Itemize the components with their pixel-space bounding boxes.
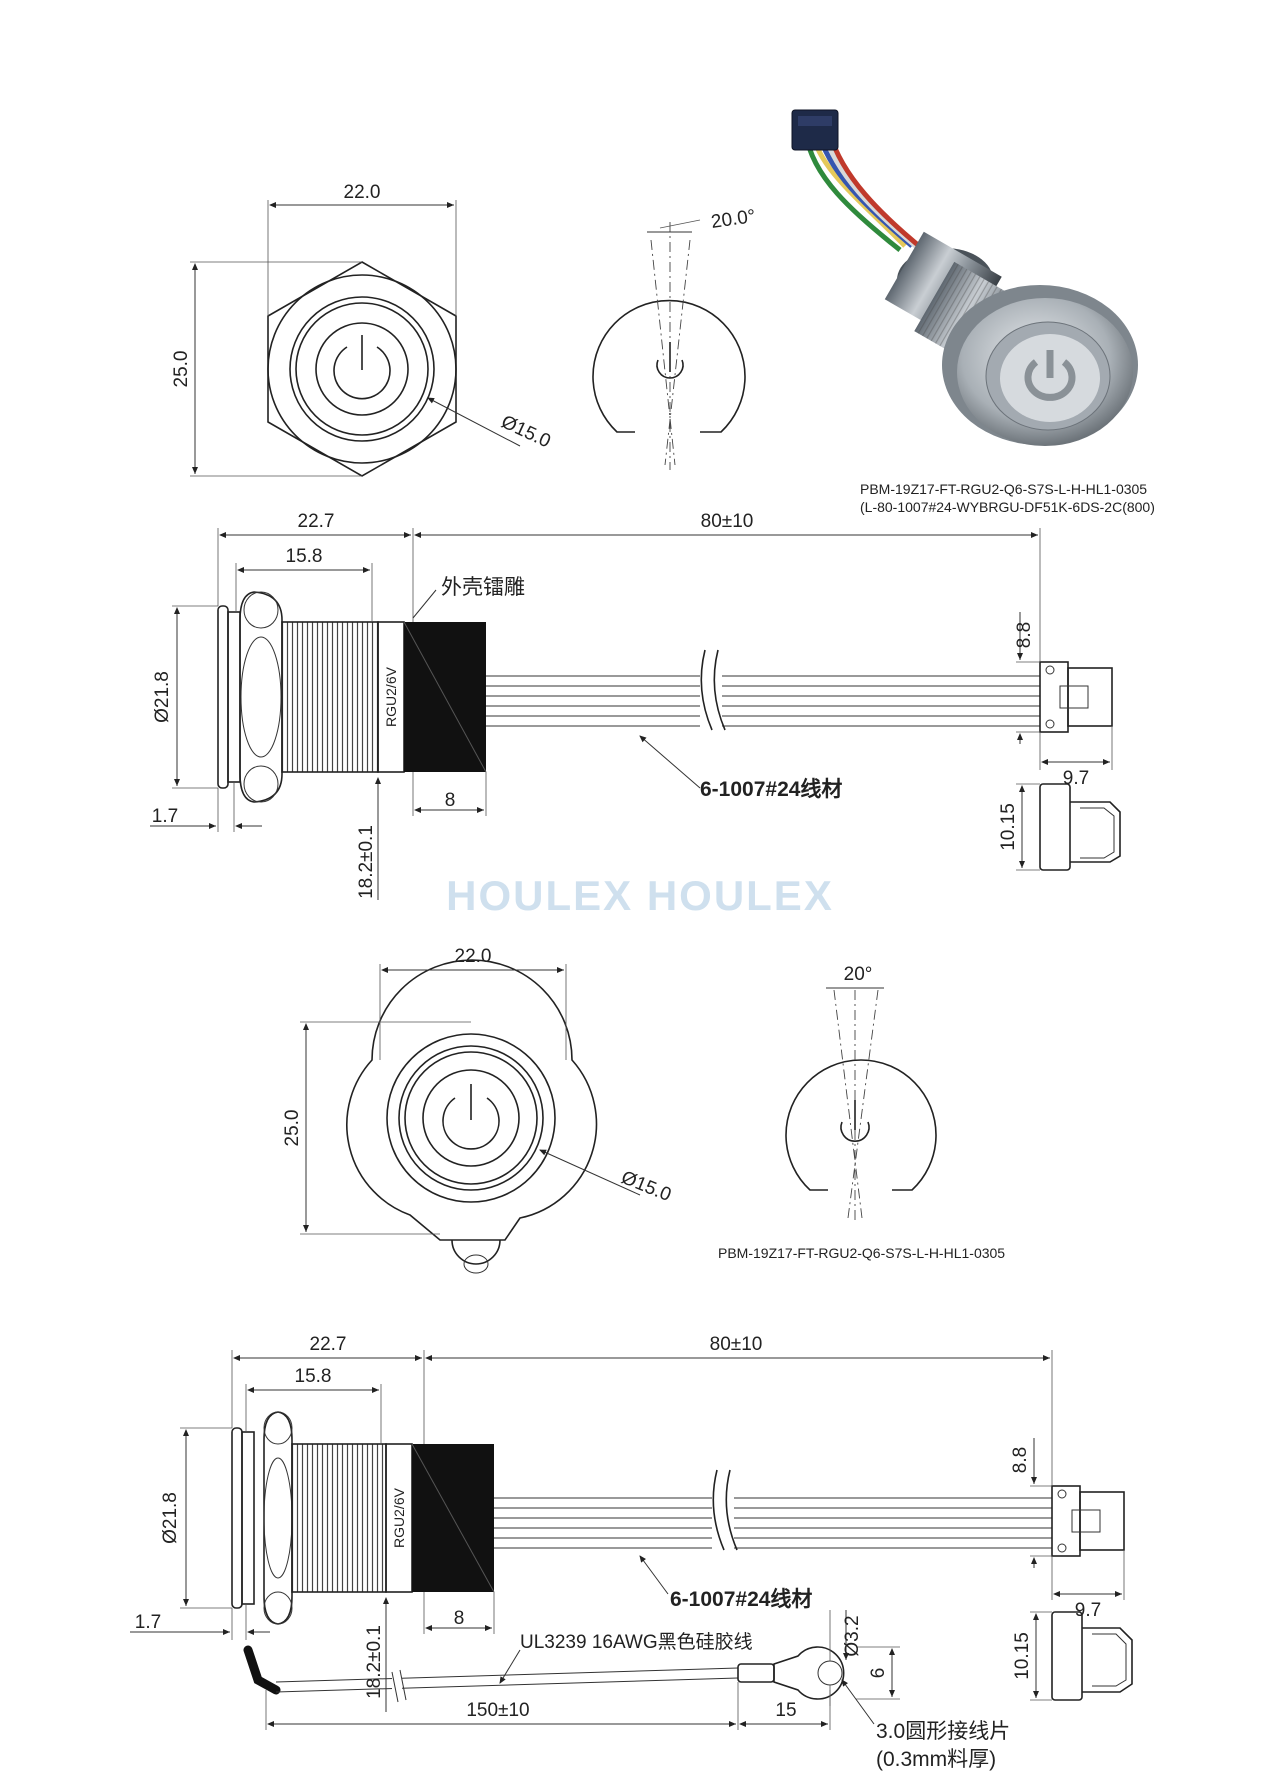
view1-diameter-dim: Ø15.0 [498, 411, 554, 452]
view1-thread-length-dim: 15.8 [286, 546, 323, 567]
view1-wire-note: 6-1007#24线材 [700, 777, 842, 801]
view2-front-view [300, 959, 641, 1274]
view2-side-view [130, 1350, 1133, 1730]
view2-panel-dim: 18.2±0.1 [364, 1625, 385, 1699]
view1-side-view [150, 528, 1121, 900]
view1-engraving-note: 外壳镭雕 [441, 576, 525, 599]
view2-ground-wire-note: UL3239 16AWG黑色硅胶线 [520, 1631, 753, 1653]
view2-label-marking: RGU2/6V [391, 1487, 407, 1548]
view2-angle-view [785, 987, 937, 1220]
view1-cable-length-dim: 80±10 [701, 511, 754, 532]
view2-part-number: PBM-19Z17-FT-RGU2-Q6-S7S-L-H-HL1-0305 [718, 1245, 1005, 1261]
view2-thread-length-dim: 15.8 [295, 1366, 332, 1387]
view2-flange-dim: 1.7 [135, 1612, 161, 1633]
view1-front-view [190, 200, 521, 477]
view2-diameter-dim: Ø21.8 [160, 1492, 181, 1544]
view2-body-length-dim: 8 [454, 1608, 465, 1629]
view1-connector-height-dim: 8.8 [1014, 622, 1035, 648]
view2-width-dim: 22.0 [455, 946, 492, 967]
photo-part-number: PBM-19Z17-FT-RGU2-Q6-S7S-L-H-HL1-0305 [860, 481, 1147, 497]
view2-ring-note-2: (0.3mm料厚) [876, 1748, 996, 1771]
view2-length-total-dim: 22.7 [310, 1334, 347, 1355]
view2-connector-length-dim: 9.7 [1075, 1600, 1101, 1621]
view2-connector-side-dim: 10.15 [1012, 1632, 1033, 1680]
product-photo [791, 109, 1138, 446]
view1-panel-dim: 18.2±0.1 [356, 825, 377, 899]
view2-height-dim: 25.0 [282, 1110, 303, 1147]
view2-ring-width-dim: 6 [868, 1668, 889, 1679]
view1-angle-view [592, 219, 746, 470]
view1-diameter-dim: Ø21.8 [152, 671, 173, 723]
view1-width-dim: 22.0 [344, 182, 381, 203]
view2-ring-note-1: 3.0圆形接线片 [876, 1720, 1010, 1743]
watermark-text: HOULEX HOULEX [446, 872, 834, 919]
view2-ground-length-dim: 150±10 [466, 1700, 529, 1721]
view2-wire-note: 6-1007#24线材 [670, 1587, 812, 1611]
photo-cable-spec: (L-80-1007#24-WYBRGU-DF51K-6DS-2C(800) [860, 499, 1155, 515]
view1-connector-side-dim: 10.15 [998, 803, 1019, 851]
view2-ring-length-dim: 15 [775, 1700, 796, 1721]
view1-flange-dim: 1.7 [152, 806, 178, 827]
view1-body-length-dim: 8 [445, 790, 456, 811]
view1-angle-dim: 20.0° [710, 206, 757, 233]
view2-angle-dim: 20° [844, 964, 873, 985]
view1-length-total-dim: 22.7 [298, 511, 335, 532]
view1-label-marking: RGU2/6V [383, 666, 399, 727]
view2-diameter-dim: Ø15.0 [618, 1167, 674, 1206]
view2-cable-length-dim: 80±10 [710, 1334, 763, 1355]
view1-height-dim: 25.0 [171, 351, 192, 388]
view2-connector-height-dim: 8.8 [1010, 1447, 1031, 1473]
view1-connector-length-dim: 9.7 [1063, 768, 1089, 789]
view2-ring-hole-dim: Ø3.2 [842, 1615, 863, 1656]
